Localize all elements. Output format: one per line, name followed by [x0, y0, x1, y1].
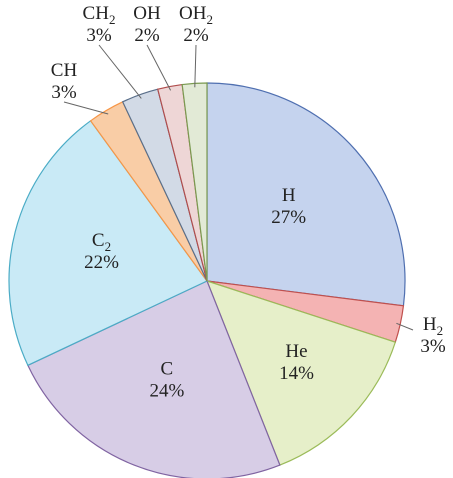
slice-value-c: 24%	[149, 380, 184, 401]
leader-line-ch	[63, 101, 109, 115]
slice-value-oh2: 2%	[183, 25, 209, 46]
slice-name-oh: OH	[133, 3, 161, 24]
leader-line-oh	[146, 44, 172, 91]
pie-slice-h	[206, 82, 406, 307]
pie-slices	[8, 82, 406, 478]
slice-value-ch: 3%	[51, 82, 77, 103]
leader-lines	[63, 44, 414, 331]
leader-line-ch2	[98, 44, 142, 99]
slice-name-c: C	[161, 358, 174, 379]
pie-slice-he	[205, 280, 397, 466]
slice-value-h: 27%	[271, 207, 306, 228]
leader-line-h2	[396, 322, 414, 331]
slice-name-ch2: CH2	[83, 3, 116, 27]
slice-value-ch2: 3%	[86, 25, 112, 46]
slice-name-he: He	[285, 341, 307, 362]
pie-slice-c2	[8, 119, 208, 367]
slice-value-h2: 3%	[420, 336, 446, 357]
pie-slice-c	[27, 280, 281, 478]
slice-name-c2: C2	[92, 230, 111, 254]
slice-name-oh2: OH2	[179, 3, 213, 27]
leader-line-oh2	[194, 44, 197, 88]
slice-name-ch: CH	[51, 60, 78, 81]
slice-name-h2: H2	[423, 314, 443, 338]
slice-name-h: H	[282, 185, 296, 206]
slice-value-he: 14%	[279, 363, 314, 384]
slice-value-oh: 2%	[134, 25, 160, 46]
slice-value-c2: 22%	[84, 252, 119, 273]
